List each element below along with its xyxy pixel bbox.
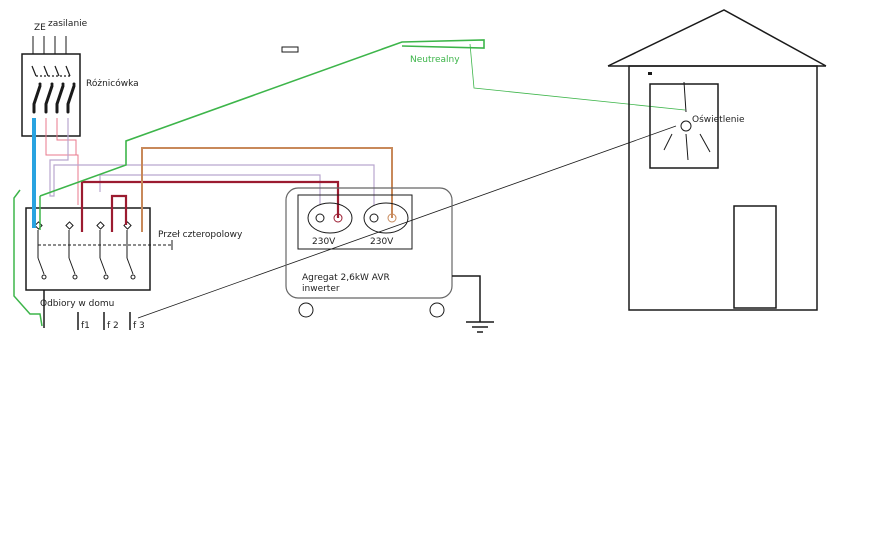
roznicowka-label: Różnicówka: [86, 78, 139, 89]
socket-1-pin-a: [315, 213, 325, 223]
f1-label: f1: [81, 321, 90, 331]
agregat-label-line1: Agregat 2,6kW AVR: [302, 273, 390, 283]
generator: 230V 230V Agregat 2,6kW AVR inwerter: [285, 187, 453, 318]
house-window: [649, 83, 719, 169]
socket-2: [363, 202, 409, 234]
green-thin-wire: [469, 43, 686, 111]
socket-2-pin-b: [387, 213, 397, 223]
ground-symbol: [452, 275, 494, 333]
house-marker: [648, 72, 652, 75]
lilac-wire: [49, 118, 375, 205]
socket-2-pin-a: [369, 213, 379, 223]
socket-1-label: 230V: [312, 237, 336, 247]
przel-label: Przeł czteropolowy: [158, 230, 243, 240]
socket-1-pin-b: [333, 213, 343, 223]
ze-label: ZE: [34, 23, 46, 33]
lamp-icon: [680, 120, 692, 132]
breaker-contact-dots: [38, 82, 76, 86]
generator-wheel-right: [429, 302, 445, 318]
zasilanie-label: zasilanie: [48, 19, 88, 29]
socket-2-label: 230V: [370, 237, 394, 247]
brown-wire: [141, 147, 393, 232]
f2-label: f 2: [107, 321, 119, 331]
breaker-top-contacts: [31, 65, 71, 77]
green-ground-wire-left: [13, 189, 43, 327]
darkred-wire: [80, 180, 340, 232]
pink-wire: [45, 118, 79, 205]
socket-1: [307, 202, 353, 234]
switch-box: [25, 207, 151, 291]
f3-label: f 3: [133, 321, 145, 331]
green-neutral-wire: [39, 39, 485, 197]
agregat-label-line2: inwerter: [302, 284, 340, 294]
house: [607, 9, 827, 311]
generator-socket-panel: [297, 194, 413, 250]
odbiory-label: Odbiory w domu: [40, 299, 114, 309]
house-roof: [607, 9, 827, 67]
lamp: [663, 81, 711, 161]
switch-blades: [37, 230, 173, 275]
darkred-wire-2: [110, 194, 128, 232]
breaker-switch-poles: [32, 84, 76, 114]
switch-bottom-contacts: [41, 274, 136, 280]
breaker-box: [21, 53, 81, 137]
supply-input-lines: [32, 36, 67, 54]
load-outputs: [43, 290, 131, 330]
house-wall: [628, 65, 818, 311]
generator-wheel-left: [298, 302, 314, 318]
differential-breaker: Różnicówka: [21, 53, 139, 137]
house-door: [733, 205, 777, 309]
neutrealny-label: Neutrealny: [410, 55, 460, 65]
pink-wire-2: [56, 118, 77, 155]
generator-body: [285, 187, 453, 299]
four-pole-switch: Przeł czteropolowy Odbiory w domu: [25, 207, 243, 309]
lilac-wire-2: [99, 174, 321, 205]
small-marker-rect: [281, 46, 299, 53]
oswietlenie-label: Oświetlenie: [692, 114, 745, 125]
